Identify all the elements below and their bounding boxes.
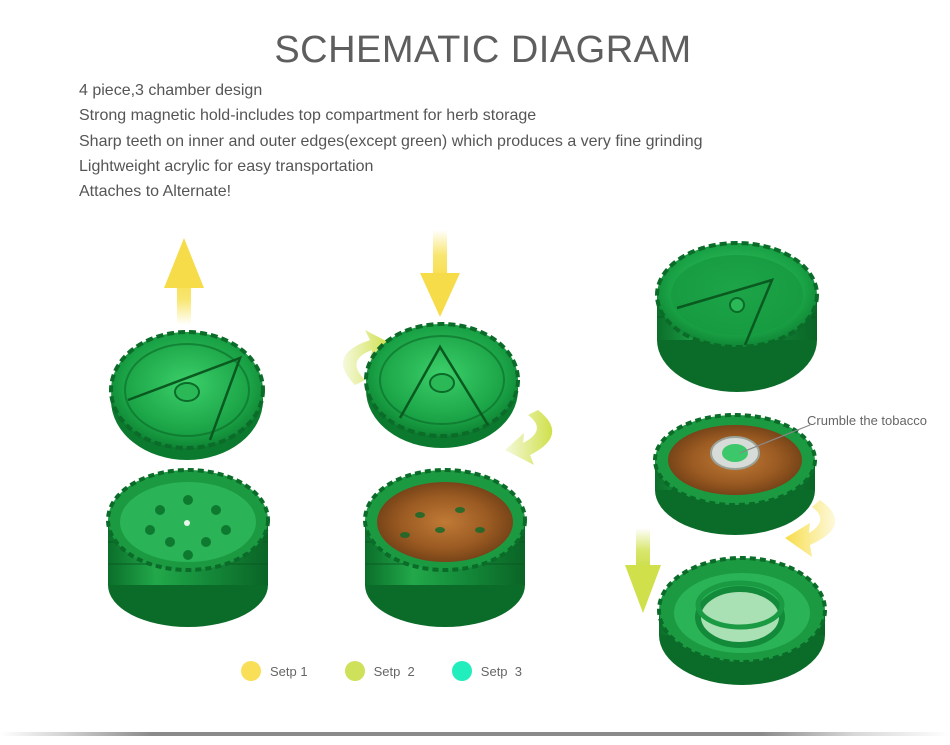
rotate-arrow-right-icon (505, 410, 553, 465)
grinder-bottom-collector (657, 556, 827, 685)
grinder-lid (109, 330, 265, 460)
grinder-chamber (106, 468, 270, 627)
feature-item: Sharp teeth on inner and outer edges(exc… (79, 132, 703, 150)
grinder-middle-with-herb (653, 413, 817, 535)
feature-item: 4 piece,3 chamber design (79, 82, 263, 99)
legend-label: Setp 3 (480, 663, 522, 679)
legend-item-step2: Setp 2 (344, 661, 415, 681)
callout-crumble-label: Crumble the tobacco (807, 413, 927, 428)
bottom-divider (0, 732, 950, 736)
legend-item-step1: Setp 1 (241, 661, 308, 681)
grinder-chamber-with-herb (363, 468, 527, 627)
legend: Setp 1 Setp 2 Setp 3 (241, 661, 559, 681)
feature-item: Attaches to Alternate! (79, 183, 232, 201)
feature-list: 4 piece,3 chamber design Strong magnetic… (79, 78, 703, 204)
arrow-down-icon (625, 528, 661, 613)
grinder-top-closed (655, 241, 819, 392)
step2-dot-icon (344, 661, 365, 681)
legend-label: Setp 2 (373, 663, 415, 679)
callout-leader-line (739, 424, 811, 454)
figure-step3 (625, 241, 836, 685)
feature-item: Lightweight acrylic for easy transportat… (79, 157, 374, 175)
rotate-arrow-left-icon (343, 330, 390, 385)
step1-dot-icon (241, 661, 261, 681)
step3-dot-icon (451, 661, 472, 681)
rotate-arrow-icon (785, 500, 836, 557)
feature-item: Strong magnetic hold-includes top compar… (79, 107, 537, 125)
legend-label: Setp 1 (270, 663, 308, 679)
legend-item-step3: Setp 3 (451, 661, 522, 681)
figure-step2 (343, 230, 553, 627)
figure-step1 (106, 238, 270, 627)
arrow-down-icon (420, 230, 460, 317)
grinder-lid (364, 322, 520, 448)
page-title: SCHEMATIC DIAGRAM (274, 29, 692, 72)
arrow-up-icon (164, 238, 204, 325)
